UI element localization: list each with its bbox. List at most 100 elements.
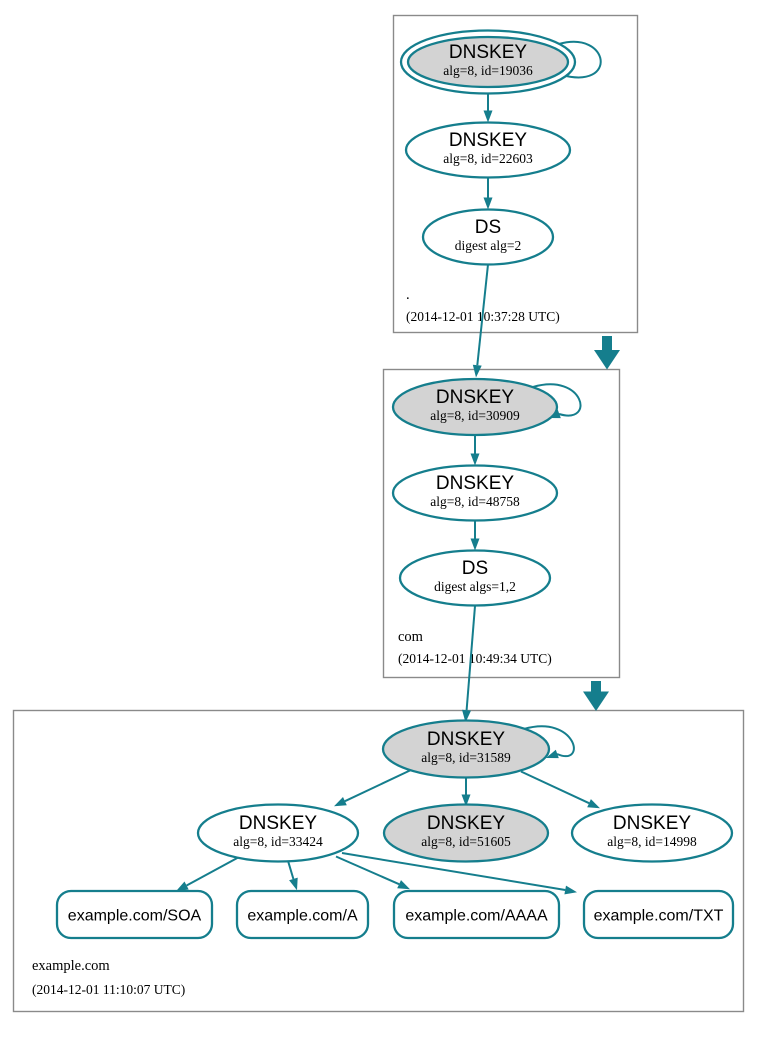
zone-label-com: com (398, 629, 424, 645)
rrset-label: example.com/TXT (594, 908, 724, 925)
rrset-node-soa[interactable]: example.com/SOA (55, 889, 214, 940)
edge-33424-to-a-path (287, 860, 295, 880)
edge-31589-to-33424 (334, 768, 413, 807)
zone-label-example-com: example.com (32, 958, 110, 974)
edge-33424-to-txt (341, 852, 577, 895)
arrowhead-icon (470, 538, 480, 551)
rrset-node-a[interactable]: example.com/A (235, 889, 370, 940)
arrowhead-icon (289, 877, 298, 891)
edge-30909-self-loop-path (532, 383, 582, 417)
delegation-arrow-com-to-example (583, 681, 609, 711)
dnskey-node-48758-shape[interactable] (391, 464, 559, 522)
arrowhead-icon (583, 691, 609, 711)
node-subtitle: alg=8, id=31589 (421, 750, 511, 765)
rrset-node-aaaa-shape[interactable] (392, 889, 561, 940)
edge-33424-to-soa (176, 855, 241, 892)
rrset-node-soa-shape[interactable] (55, 889, 214, 940)
dnskey-node-33424-shape[interactable] (196, 803, 360, 863)
arrowhead-icon (546, 749, 559, 759)
node-subtitle: alg=8, id=48758 (430, 494, 520, 509)
zone-timestamp-example-com: (2014-12-01 11:10:07 UTC) (32, 982, 185, 997)
arrowhead-icon (397, 880, 410, 890)
arrowhead-icon (176, 881, 189, 892)
edge-31589-to-14998 (520, 770, 600, 809)
edge-48758-to-ds (470, 521, 480, 551)
edge-30909-to-48758 (470, 435, 480, 466)
edge-31589-self-loop (523, 725, 575, 759)
node-subtitle: alg=8, id=14998 (607, 834, 697, 849)
edge-33424-to-a (287, 860, 298, 891)
edge-31589-self-loop-path (523, 725, 575, 757)
dnskey-node-31589[interactable]: DNSKEY alg=8, id=31589 (381, 719, 551, 779)
edge-33424-to-aaaa (335, 855, 410, 890)
arrowhead-icon (587, 799, 600, 809)
node-subtitle: digest alg=2 (455, 238, 521, 253)
dnskey-node-19036[interactable]: DNSKEY alg=8, id=19036 (399, 29, 577, 95)
ds-node-com[interactable]: DS digest algs=1,2 (398, 549, 552, 607)
edge-31589-to-33424-path (344, 768, 413, 803)
zone-box-root (392, 14, 639, 334)
rrset-node-txt-shape[interactable] (582, 889, 735, 940)
dnskey-node-51605-shape[interactable] (382, 803, 550, 863)
ds-node-com-shape[interactable] (398, 549, 552, 607)
ds-node-root[interactable]: DS digest alg=2 (421, 208, 555, 266)
node-subtitle: alg=8, id=19036 (443, 63, 533, 78)
arrowhead-icon (483, 197, 493, 210)
dnskey-node-31589-shape[interactable] (381, 719, 551, 779)
arrowhead-icon (594, 350, 620, 370)
node-title: DNSKEY (427, 729, 505, 750)
edge-31589-to-14998-path (520, 770, 590, 805)
zone-timestamp-com: (2014-12-01 10:49:34 UTC) (398, 651, 552, 666)
edge-root-ds-to-com-dnskey-path (476, 264, 489, 366)
rrset-node-aaaa[interactable]: example.com/AAAA (392, 889, 561, 940)
rrset-label: example.com/A (247, 908, 358, 925)
arrowhead-icon (472, 364, 482, 378)
node-title: DNSKEY (436, 387, 514, 408)
zone-label-root: . (406, 287, 410, 303)
delegation-arrow-root-to-com (594, 336, 620, 370)
arrowhead-icon (483, 110, 493, 123)
node-title: DS (475, 217, 501, 238)
rrset-node-a-shape[interactable] (235, 889, 370, 940)
node-title: DS (462, 558, 488, 579)
zone-box-com (382, 368, 621, 679)
edge-root-ds-to-com-dnskey (472, 264, 489, 378)
dnskey-node-19036-shape[interactable] (406, 35, 570, 89)
rrset-node-txt[interactable]: example.com/TXT (582, 889, 735, 940)
dnskey-node-33424[interactable]: DNSKEY alg=8, id=33424 (196, 803, 360, 863)
arrowhead-icon (461, 794, 471, 807)
node-title: DNSKEY (239, 813, 317, 834)
node-title: DNSKEY (449, 42, 527, 63)
edge-19036-to-22603 (483, 93, 493, 123)
node-subtitle: alg=8, id=30909 (430, 408, 520, 423)
edge-31589-to-51605 (461, 777, 471, 807)
node-title: DNSKEY (436, 473, 514, 494)
dnskey-node-22603[interactable]: DNSKEY alg=8, id=22603 (404, 121, 572, 179)
dnskey-node-14998[interactable]: DNSKEY alg=8, id=14998 (570, 803, 734, 863)
node-subtitle: alg=8, id=22603 (443, 151, 533, 166)
edge-com-ds-to-example-dnskey-path (465, 605, 476, 711)
rrset-label: example.com/SOA (68, 908, 202, 925)
dnskey-node-30909-shape[interactable] (391, 377, 559, 437)
node-title: DNSKEY (613, 813, 691, 834)
edge-33424-to-txt-path (341, 852, 566, 891)
node-title: DNSKEY (449, 130, 527, 151)
node-subtitle: alg=8, id=33424 (233, 834, 323, 849)
dnskey-node-48758[interactable]: DNSKEY alg=8, id=48758 (391, 464, 559, 522)
arrowhead-icon (334, 797, 347, 807)
dnskey-node-22603-shape[interactable] (404, 121, 572, 179)
ds-node-root-shape[interactable] (421, 208, 555, 266)
arrowhead-icon (564, 885, 577, 895)
dnskey-node-51605[interactable]: DNSKEY alg=8, id=51605 (382, 803, 550, 863)
dnskey-node-14998-shape[interactable] (570, 803, 734, 863)
edge-19036-self-loop-path (558, 41, 602, 79)
arrowhead-icon (470, 453, 480, 466)
node-subtitle: alg=8, id=51605 (421, 834, 511, 849)
node-title: DNSKEY (427, 813, 505, 834)
dnskey-node-30909[interactable]: DNSKEY alg=8, id=30909 (391, 377, 559, 437)
edge-33424-to-soa-path (186, 855, 241, 887)
rrset-label: example.com/AAAA (405, 908, 548, 925)
edge-22603-to-ds (483, 177, 493, 210)
